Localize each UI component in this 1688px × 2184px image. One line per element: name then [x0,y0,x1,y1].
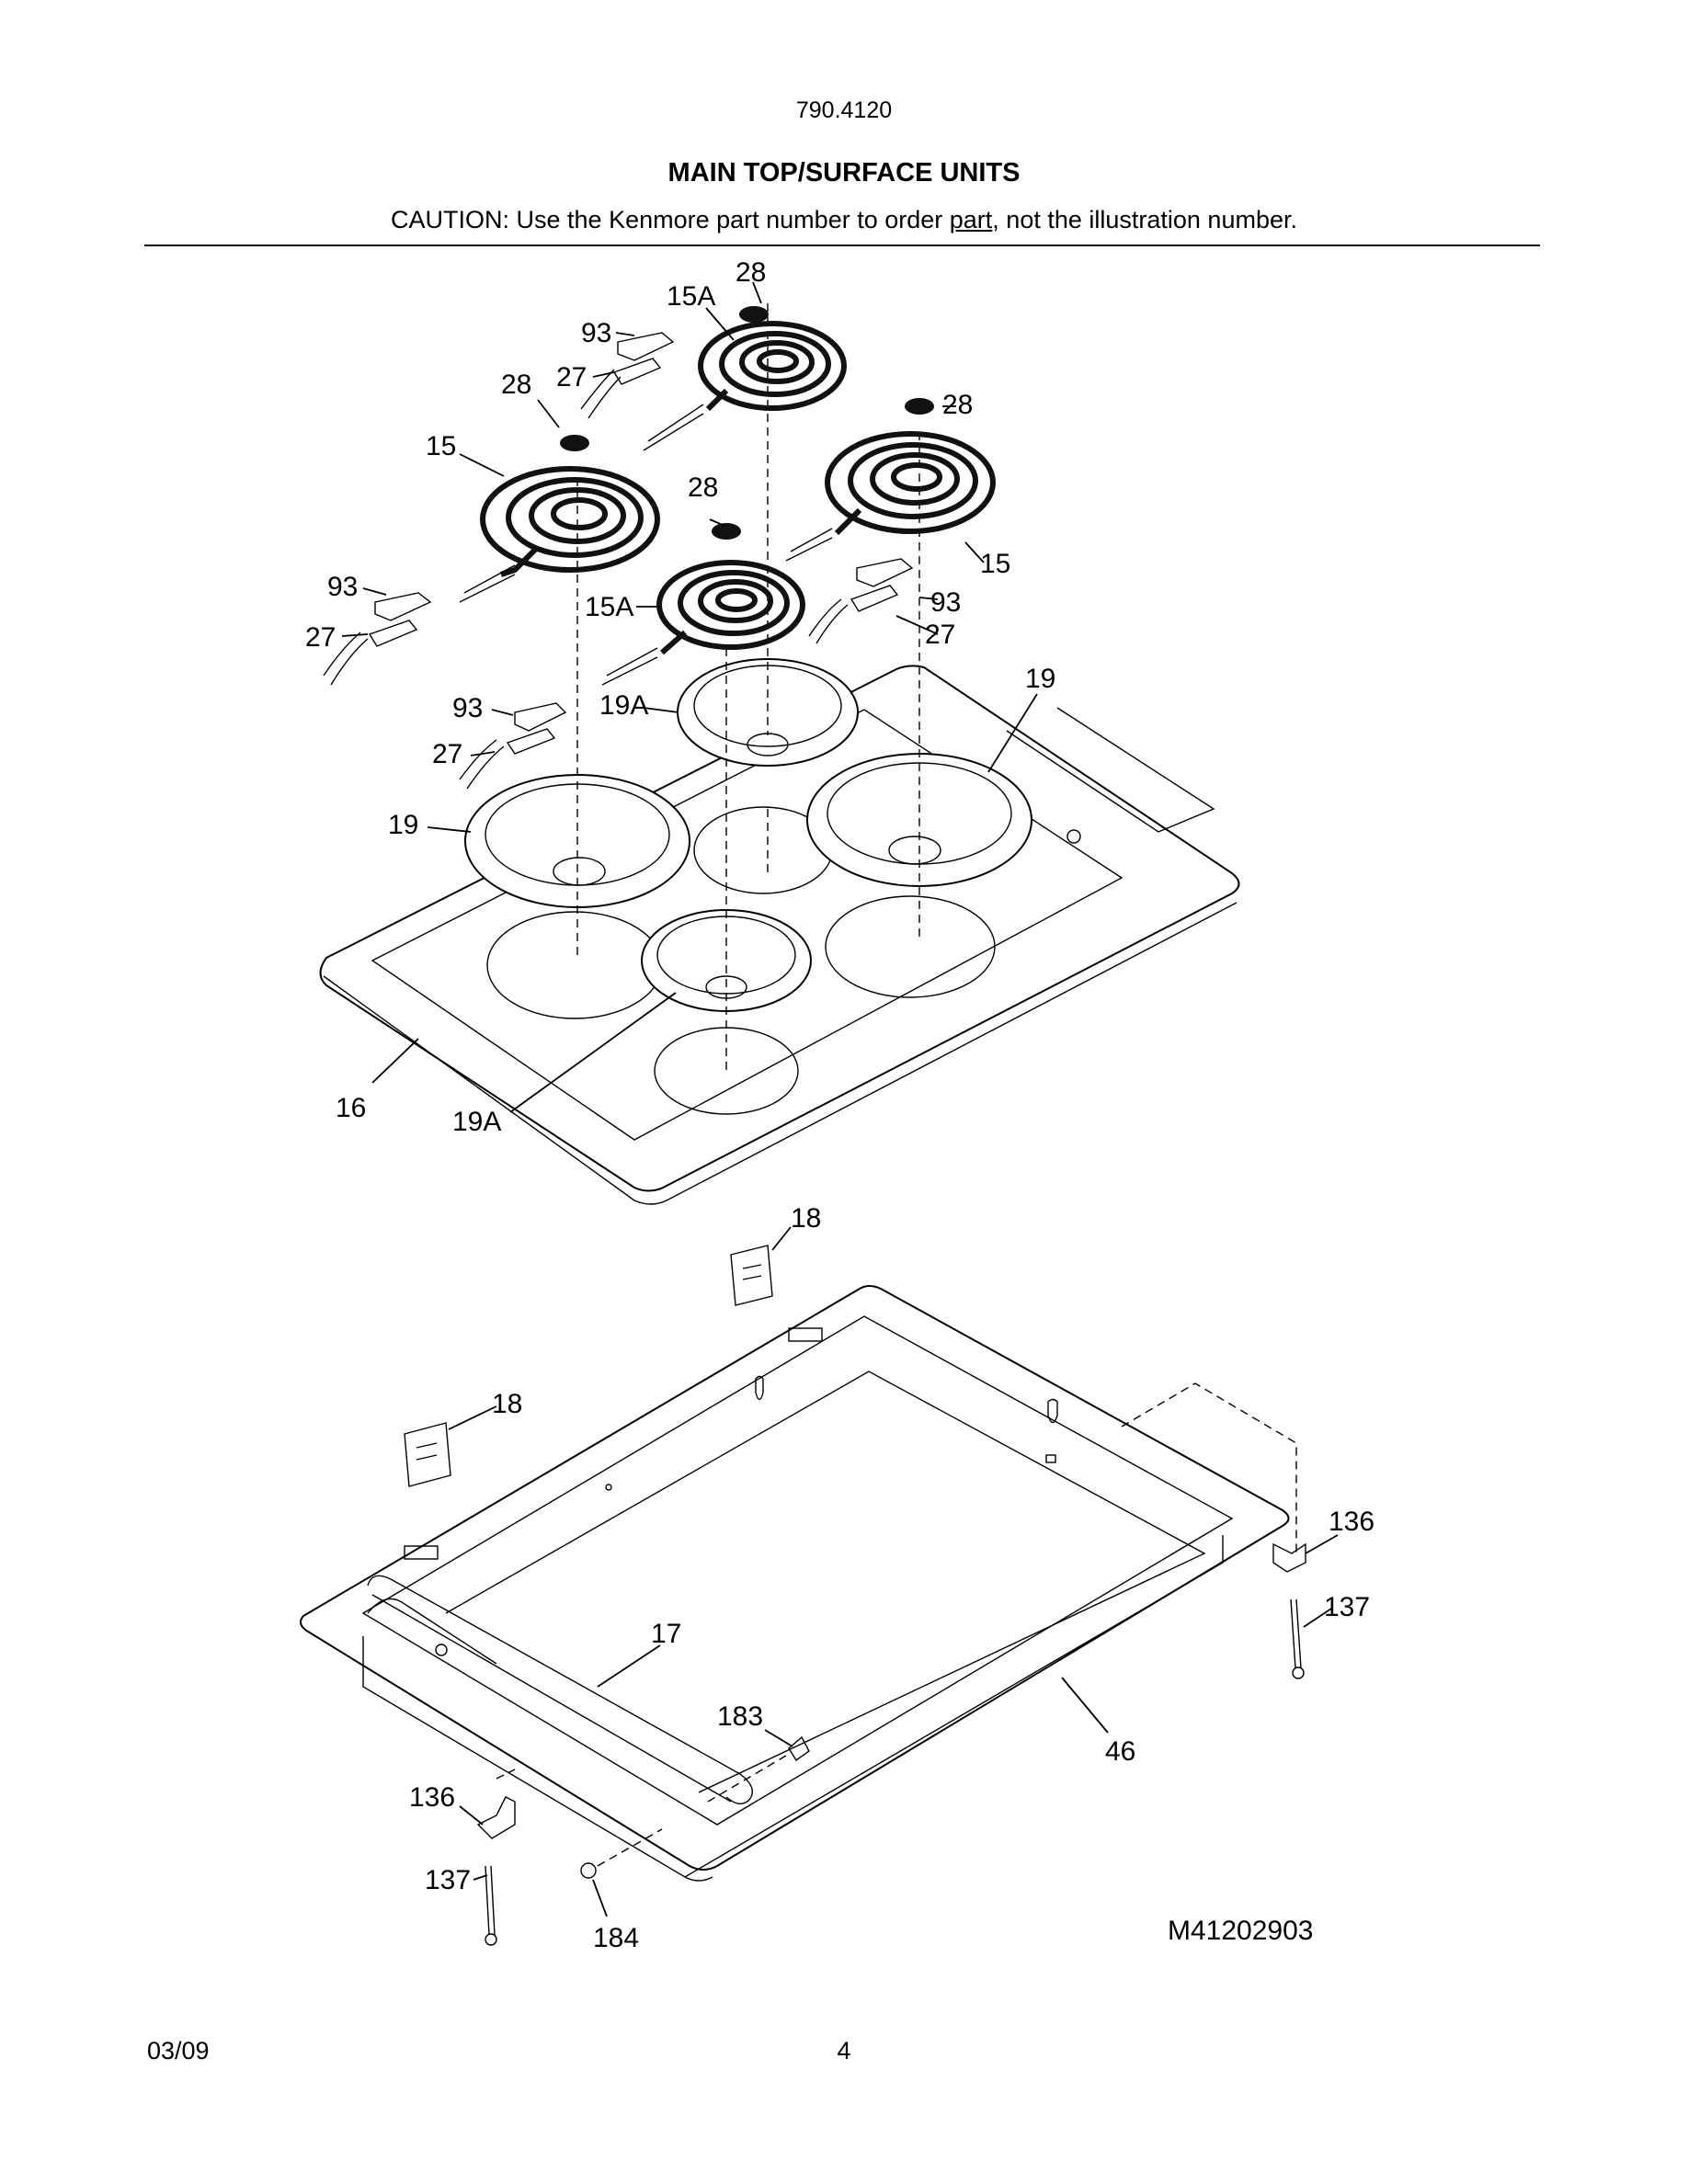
callout-137-right: 137 [1324,1592,1370,1622]
callout-93-top: 93 [581,318,611,348]
footer-date: 03/09 [147,2037,210,2065]
callout-numbers: 28 15A 93 27 28 28 15 28 93 27 15A 15 93… [305,257,1374,1953]
callout-19a-bottom: 19A [452,1107,501,1137]
callout-27-top: 27 [556,362,587,392]
callout-27-lower: 27 [432,739,462,769]
terminal-blocks [323,332,914,790]
callout-183: 183 [717,1701,763,1732]
callout-28-left: 28 [501,370,531,400]
callout-27-left: 27 [305,622,336,653]
callout-136-right: 136 [1329,1507,1374,1537]
callout-19-left: 19 [388,810,418,840]
callout-27-right: 27 [925,620,955,650]
callout-15-left: 15 [426,431,456,461]
callout-16: 16 [336,1093,366,1123]
model-number: 790.4120 [795,97,893,123]
surface-unit-15a-mid [601,560,805,686]
drip-bowl-19a-top [677,658,859,767]
callout-18-left: 18 [492,1389,522,1419]
callout-28-right: 28 [942,390,973,420]
callout-93-right: 93 [930,587,961,618]
header-divider [144,245,1540,246]
callout-15-right: 15 [980,549,1010,579]
callout-28-mid: 28 [688,472,718,503]
callout-17: 17 [651,1619,681,1649]
leader-lines [341,281,1339,1917]
page-title: MAIN TOP/SURFACE UNITS [667,158,1021,188]
burner-box-46 [299,1285,1290,1882]
page-number: 4 [837,2037,851,2065]
callout-28-top: 28 [736,257,766,288]
caution-note: CAUTION: Use the Kenmore part number to … [0,206,1688,234]
trim-ring-caps-28 [560,306,934,540]
caution-underlined-word: part [949,206,993,233]
caution-text-end: , not the illustration number. [992,206,1297,233]
brackets-and-screws [476,1382,1306,1946]
callout-18-top: 18 [791,1203,821,1234]
diagram-id: M41202903 [1168,1916,1313,1946]
callout-93-left: 93 [327,572,358,602]
callout-46: 46 [1105,1736,1135,1767]
callout-19-right: 19 [1025,664,1055,694]
callout-136-left: 136 [409,1782,455,1813]
hinges-18 [404,1245,773,1487]
callout-15a-mid: 15A [585,592,633,622]
callout-19a-top: 19A [599,690,648,721]
surface-unit-15-left [459,466,660,603]
surface-unit-15-right [785,431,996,562]
callout-15a-top: 15A [667,281,715,312]
caution-text: CAUTION: Use the Kenmore part number to … [391,206,950,233]
surface-unit-15a-top [643,321,847,451]
callout-93-lower: 93 [452,693,483,723]
receptacle-bracket-17 [367,1575,753,1804]
callout-184: 184 [593,1923,639,1953]
callout-137-left: 137 [425,1865,471,1895]
